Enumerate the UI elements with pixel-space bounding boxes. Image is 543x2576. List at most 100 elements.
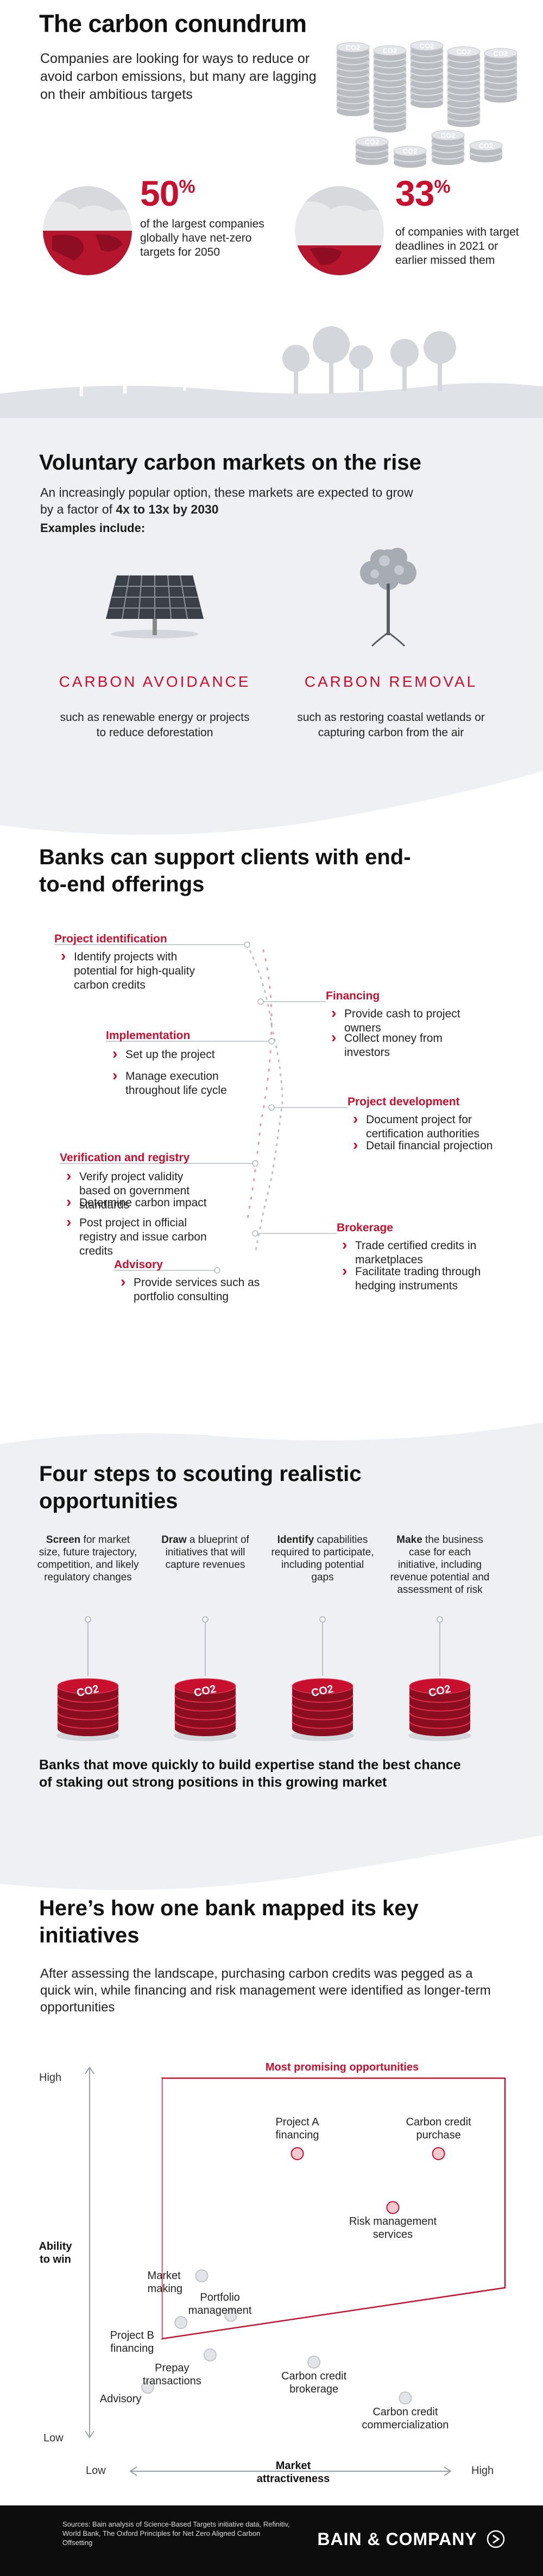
x-axis-title: Market attractiveness <box>256 2460 330 2485</box>
offering-step-item: Determine carbon impact <box>66 1195 213 1210</box>
matrix-point <box>432 2147 445 2161</box>
scouting-step-text: Identify capabilities required to partic… <box>271 1534 374 1583</box>
matrix-point-label: Risk management services <box>349 2216 437 2241</box>
matrix-point-label: Portfolio management <box>188 2291 252 2316</box>
section1-title: The carbon conundrum <box>39 10 307 37</box>
offering-step-title: Project development <box>348 1096 460 1108</box>
tree-removal-icon <box>360 548 416 647</box>
red-coin-stack-icon: CO2 <box>408 1616 471 1741</box>
scouting-step-text: Screen for market size, future trajector… <box>37 1534 139 1583</box>
wind-turbine-landscape <box>0 293 543 418</box>
matrix-point <box>141 2381 155 2394</box>
four-steps-section: Four steps to scouting realistic opportu… <box>0 1406 543 1895</box>
carbon-removal-desc: such as restoring coastal wetlands or ca… <box>297 711 485 739</box>
coin-co2-label: CO2 <box>494 49 508 58</box>
matrix-point <box>224 2308 238 2322</box>
y-tick-low: Low <box>43 2432 64 2444</box>
scouting-step-text: Draw a blueprint of initiatives that wil… <box>161 1534 249 1571</box>
coin-co2-label: CO2 <box>420 42 434 50</box>
offering-step-title: Financing <box>326 990 380 1002</box>
examples-label: Examples include: <box>40 521 146 535</box>
matrix-point <box>203 2348 217 2362</box>
opportunity-matrix <box>85 2066 506 2476</box>
offering-step-item: Trade certified credits in marketplaces <box>342 1238 500 1267</box>
stat2-value: 33% <box>395 173 451 213</box>
coin-co2-label: CO2 <box>346 43 361 52</box>
section4-closing: Banks that move quickly to build experti… <box>39 1757 461 1790</box>
matrix-point-label: Project B financing <box>110 2330 154 2355</box>
globe-third-red-icon <box>295 186 384 275</box>
coin-co2-label: CO2 <box>441 131 456 140</box>
carbon-avoidance-desc: such as renewable energy or projects to … <box>60 711 250 739</box>
offering-step-title: Project identification <box>54 933 167 945</box>
section5-intro: After assessing the landscape, purchasin… <box>40 1966 491 2015</box>
offerings-dotted-path <box>54 941 348 1274</box>
offering-step-title: Brokerage <box>337 1221 393 1234</box>
matrix-point-label: Carbon credit purchase <box>406 2116 471 2142</box>
brand-logo: BAIN & COMPANY <box>317 2529 505 2549</box>
matrix-point-label: Prepay transactions <box>142 2362 201 2387</box>
coin-co2-label: CO2 <box>403 147 418 155</box>
wave-bottom <box>0 1835 543 1895</box>
coin-co2-label: CO2 <box>365 138 380 146</box>
coin-co2-label: CO2 <box>383 47 397 55</box>
bain-logo-icon <box>487 2530 505 2548</box>
wave-divider <box>0 771 543 841</box>
red-coin-stack-icon: CO2 <box>291 1616 354 1741</box>
matrix-point-label: Advisory <box>99 2393 142 2406</box>
coin-co2-label: CO2 <box>457 48 471 56</box>
section2-intro: An increasingly popular option, these ma… <box>40 485 413 516</box>
globe-half-red-icon <box>43 186 132 275</box>
x-tick-low: Low <box>86 2465 106 2477</box>
offering-step-item: Set up the project <box>112 1047 259 1062</box>
bank-offerings-section: Banks can support clients with end-to-en… <box>0 841 543 1406</box>
voluntary-markets-section: Voluntary carbon markets on the rise An … <box>0 418 543 841</box>
offering-step-item: Document project for certification autho… <box>353 1112 510 1141</box>
offering-step-title: Verification and registry <box>60 1151 190 1164</box>
offering-step-item: Facilitate trading through hedging instr… <box>342 1264 500 1293</box>
offering-step-item: Post project in official registry and is… <box>66 1215 213 1258</box>
offering-step-item: Manage execution throughout life cycle <box>112 1068 259 1098</box>
wave-top <box>0 1406 543 1444</box>
offering-step-item: Identify projects with potential for hig… <box>61 949 207 992</box>
matrix-point-label: Market making <box>147 2270 183 2295</box>
bank-mapping-section: Here’s how one bank mapped its key initi… <box>0 1895 543 2505</box>
stat2-text: of companies with target deadlines in 20… <box>395 226 519 267</box>
matrix-point <box>399 2391 412 2405</box>
section2-title: Voluntary carbon markets on the rise <box>39 451 421 474</box>
matrix-point <box>195 2269 209 2283</box>
section4-title: Four steps to scouting realistic opportu… <box>39 1462 362 1513</box>
footer: Sources: Bain analysis of Science-Based … <box>0 2505 543 2576</box>
offering-step-item: Collect money from investors <box>331 1030 489 1060</box>
solar-panel-icon <box>106 575 204 638</box>
matrix-point-label: Carbon credit brokerage <box>281 2370 347 2395</box>
matrix-point <box>174 2316 188 2330</box>
offering-step-item: Provide services such as portfolio consu… <box>121 1275 267 1304</box>
offering-step-title: Implementation <box>106 1029 191 1042</box>
offering-step-item: Detail financial projection <box>353 1138 510 1153</box>
x-tick-high: High <box>471 2465 494 2477</box>
sources-text: Sources: Bain analysis of Science-Based … <box>62 2520 290 2547</box>
section5-title: Here’s how one bank mapped its key initi… <box>39 1896 419 1947</box>
promising-region-label: Most promising opportunities <box>265 2061 419 2073</box>
section1-intro: Companies are looking for ways to reduce… <box>40 51 317 102</box>
matrix-point-label: Carbon credit commercialization <box>362 2406 449 2432</box>
matrix-point <box>291 2147 304 2161</box>
red-coin-stack-icon: CO2 <box>56 1616 119 1741</box>
y-axis-title: Ability to win <box>39 2240 72 2265</box>
red-coin-stack-icon: CO2 <box>174 1616 237 1741</box>
carbon-avoidance-label: CARBON AVOIDANCE <box>59 673 251 690</box>
stat1-value: 50% <box>140 173 195 213</box>
matrix-point <box>386 2201 400 2214</box>
section3-title: Banks can support clients with end-to-en… <box>39 845 411 896</box>
y-tick-high: High <box>39 2072 62 2084</box>
carbon-removal-label: CARBON REMOVAL <box>304 673 478 690</box>
coin-co2-label: CO2 <box>479 142 494 150</box>
scouting-step-text: Make the business case for each initiati… <box>390 1534 490 1596</box>
stat1-text: of the largest companies globally have n… <box>140 218 264 258</box>
carbon-conundrum-section: The carbon conundrum Companies are looki… <box>0 0 543 418</box>
matrix-point <box>307 2355 321 2369</box>
offering-step-title: Advisory <box>114 1258 163 1271</box>
matrix-point-label: Project A financing <box>275 2116 319 2142</box>
